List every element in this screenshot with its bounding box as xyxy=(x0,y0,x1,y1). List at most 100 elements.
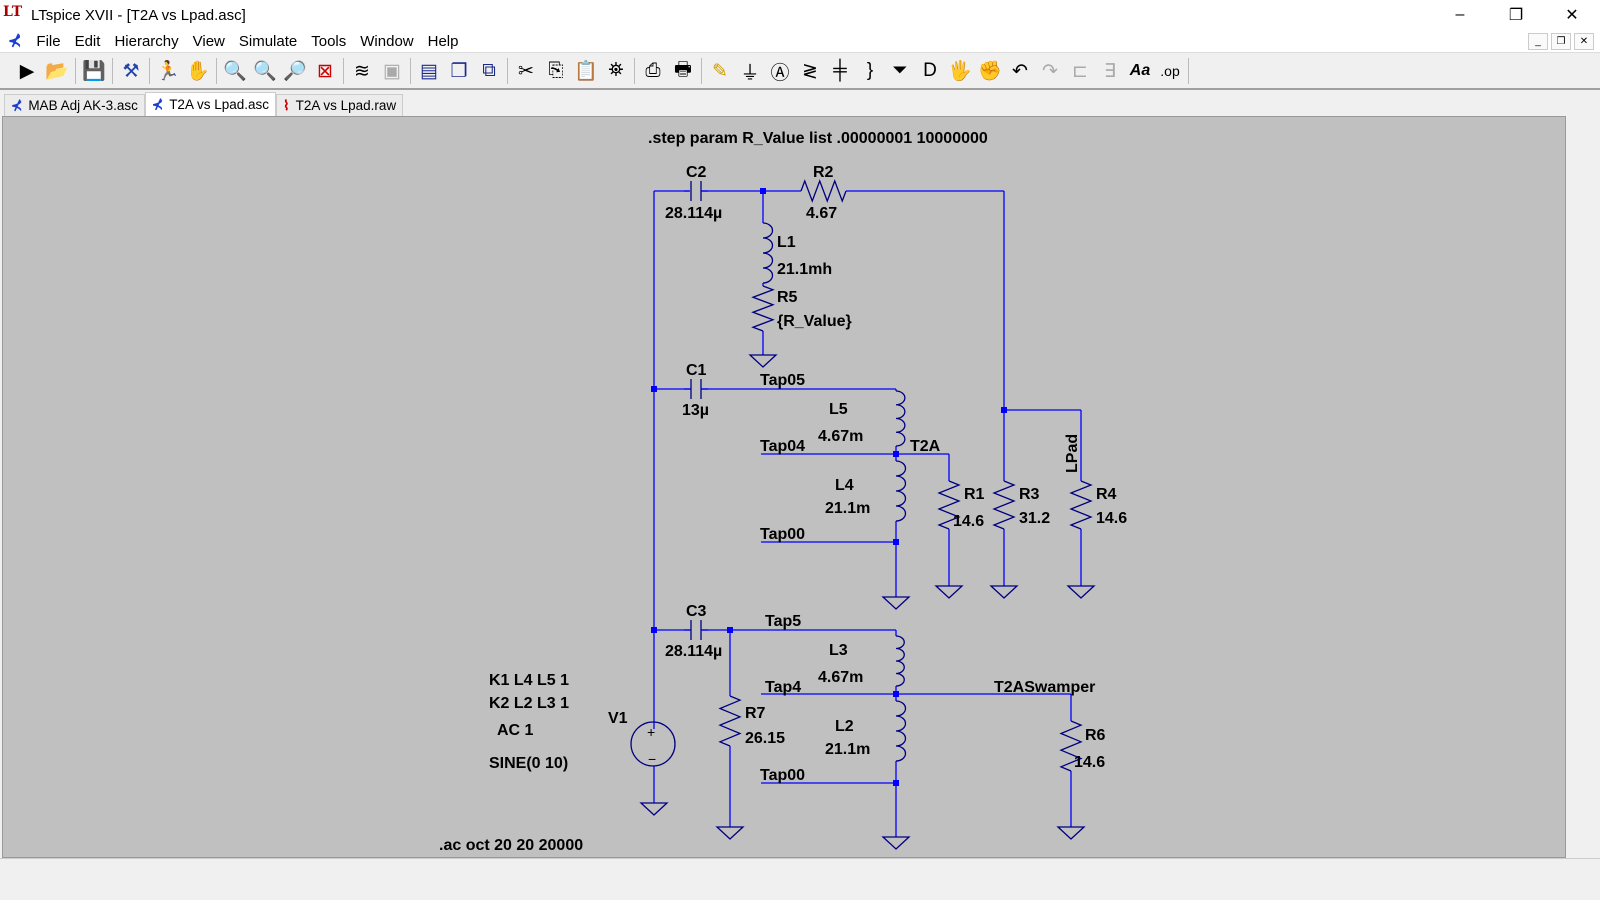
r4-name[interactable]: R4 xyxy=(1096,486,1117,503)
diode-icon[interactable]: ⏷ xyxy=(892,60,908,81)
mdi-close-button[interactable]: ✕ xyxy=(1574,33,1594,50)
c2-name[interactable]: C2 xyxy=(686,164,707,181)
move-hand-icon[interactable]: 🖐 xyxy=(948,61,972,82)
close-window-icon[interactable]: ⧉ xyxy=(482,60,496,81)
k1-directive[interactable]: K1 L4 L5 1 xyxy=(489,672,569,689)
menu-view[interactable]: View xyxy=(192,32,225,50)
menu-simulate[interactable]: Simulate xyxy=(238,32,298,50)
net-tap04[interactable]: Tap04 xyxy=(760,438,805,455)
k2-directive[interactable]: K2 L2 L3 1 xyxy=(489,695,569,712)
net-lpad[interactable]: LPad xyxy=(1064,434,1081,473)
l4-name[interactable]: L4 xyxy=(835,477,854,494)
l3-name[interactable]: L3 xyxy=(829,642,848,659)
l2-value[interactable]: 21.1m xyxy=(825,741,870,758)
minimize-button[interactable]: – xyxy=(1455,6,1465,23)
v1-ac-value[interactable]: AC 1 xyxy=(497,722,534,739)
cut-icon[interactable]: ✂ xyxy=(518,60,534,82)
resistor-icon[interactable]: ≷ xyxy=(802,60,818,82)
halt-run-icon[interactable]: 🏃 xyxy=(156,61,180,82)
l5-name[interactable]: L5 xyxy=(829,401,848,418)
r6-name[interactable]: R6 xyxy=(1085,727,1106,744)
schematic-drawing[interactable]: +− .step param R_Value list .00000001 10… xyxy=(3,117,1567,859)
l5-value[interactable]: 4.67m xyxy=(818,428,863,445)
net-tap5[interactable]: Tap5 xyxy=(765,613,801,630)
open-folder-icon[interactable]: 📂 xyxy=(45,61,69,82)
print-preview-icon[interactable]: ⎙ xyxy=(645,60,661,81)
net-tap00-upper[interactable]: Tap00 xyxy=(760,526,805,543)
redo-icon[interactable]: ↷ xyxy=(1042,60,1058,82)
l1-value[interactable]: 21.1mh xyxy=(777,261,832,278)
net-t2a[interactable]: T2A xyxy=(910,438,941,455)
l4-value[interactable]: 21.1m xyxy=(825,500,870,517)
v1-name[interactable]: V1 xyxy=(608,710,628,727)
run-icon[interactable]: ▶ xyxy=(19,60,35,82)
menu-tools[interactable]: Tools xyxy=(311,32,347,50)
label-net-icon[interactable]: Ⓐ xyxy=(770,62,790,84)
c3-value[interactable]: 28.114µ xyxy=(665,643,722,660)
restore-button[interactable]: ❐ xyxy=(1508,7,1524,24)
text-icon[interactable]: Aa xyxy=(1129,62,1151,79)
l1-name[interactable]: L1 xyxy=(777,234,796,251)
v1-value[interactable]: SINE(0 10) xyxy=(489,755,568,772)
tab-t2a-raw[interactable]: ⌇T2A vs Lpad.raw xyxy=(276,94,404,116)
net-t2aswamper[interactable]: T2ASwamper xyxy=(994,679,1095,696)
r7-value[interactable]: 26.15 xyxy=(745,730,785,747)
app-icon[interactable]: ⊀ xyxy=(8,33,22,50)
tab-mab-adj[interactable]: ⊀MAB Adj AK-3.asc xyxy=(4,94,145,116)
draw-wire-icon[interactable]: ✎ xyxy=(712,60,728,82)
l3-value[interactable]: 4.67m xyxy=(818,669,863,686)
drag-hand-icon[interactable]: ✊ xyxy=(978,61,1002,82)
r4-value[interactable]: 14.6 xyxy=(1096,510,1127,527)
tile-horizontal-icon[interactable]: ▤ xyxy=(420,60,438,82)
tab-t2a-asc[interactable]: ⊀T2A vs Lpad.asc xyxy=(144,92,276,116)
menu-hierarchy[interactable]: Hierarchy xyxy=(114,32,179,50)
c2-value[interactable]: 28.114µ xyxy=(665,205,722,222)
capacitor-icon[interactable]: ╪ xyxy=(833,60,847,81)
find-binoculars-icon[interactable]: ⛯ xyxy=(608,60,624,81)
ground-icon[interactable]: ⏚ xyxy=(740,62,760,84)
zoom-fit-icon[interactable]: ⊠ xyxy=(317,60,333,82)
r7-name[interactable]: R7 xyxy=(745,705,766,722)
net-tap4[interactable]: Tap4 xyxy=(765,679,801,696)
c1-name[interactable]: C1 xyxy=(686,362,707,379)
mirror-icon[interactable]: ∃ xyxy=(1103,60,1116,82)
step-directive[interactable]: .step param R_Value list .00000001 10000… xyxy=(648,130,988,147)
net-tap05[interactable]: Tap05 xyxy=(760,372,805,389)
net-tap00-lower[interactable]: Tap00 xyxy=(760,767,805,784)
c3-name[interactable]: C3 xyxy=(686,603,707,620)
autorange-icon[interactable]: ≋ xyxy=(354,60,370,82)
pan-hand-icon[interactable]: ✋ xyxy=(186,61,210,82)
save-icon[interactable]: 💾 xyxy=(82,61,106,82)
undo-icon[interactable]: ↶ xyxy=(1012,60,1028,82)
r1-value[interactable]: 14.6 xyxy=(953,513,984,530)
component-icon[interactable]: D xyxy=(923,60,937,81)
menu-window[interactable]: Window xyxy=(360,32,414,50)
r3-name[interactable]: R3 xyxy=(1019,486,1040,503)
r1-name[interactable]: R1 xyxy=(964,486,985,503)
l2-name[interactable]: L2 xyxy=(835,718,854,735)
spice-directive-icon[interactable]: .op xyxy=(1160,63,1180,79)
r2-name[interactable]: R2 xyxy=(813,164,834,181)
r5-name[interactable]: R5 xyxy=(777,289,798,306)
control-panel-hammer-icon[interactable]: ⚒ xyxy=(122,60,140,82)
r3-value[interactable]: 31.2 xyxy=(1019,510,1050,527)
r5-value[interactable]: {R_Value} xyxy=(777,313,852,330)
cascade-icon[interactable]: ❐ xyxy=(450,60,468,82)
menu-edit[interactable]: Edit xyxy=(74,32,101,50)
ac-directive[interactable]: .ac oct 20 20 20000 xyxy=(439,837,583,854)
copy-icon[interactable]: ⎘ xyxy=(548,60,564,81)
fft-icon[interactable]: ▣ xyxy=(383,60,401,82)
mdi-restore-button[interactable]: ❐ xyxy=(1551,33,1571,50)
menu-file[interactable]: File xyxy=(36,32,61,50)
inductor-icon[interactable]: } xyxy=(866,60,874,81)
r2-value[interactable]: 4.67 xyxy=(806,205,837,222)
zoom-in-icon[interactable]: 🔍 xyxy=(223,61,247,82)
schematic-canvas[interactable]: +− .step param R_Value list .00000001 10… xyxy=(2,116,1566,858)
rotate-icon[interactable]: ⊏ xyxy=(1072,60,1088,82)
close-button[interactable]: ✕ xyxy=(1565,7,1579,24)
zoom-out-icon[interactable]: 🔎 xyxy=(283,61,307,82)
paste-icon[interactable]: 📋 xyxy=(574,61,598,82)
c1-value[interactable]: 13µ xyxy=(682,402,709,419)
mdi-minimize-button[interactable]: _ xyxy=(1528,33,1548,50)
print-icon[interactable]: 🖶 xyxy=(674,59,692,80)
